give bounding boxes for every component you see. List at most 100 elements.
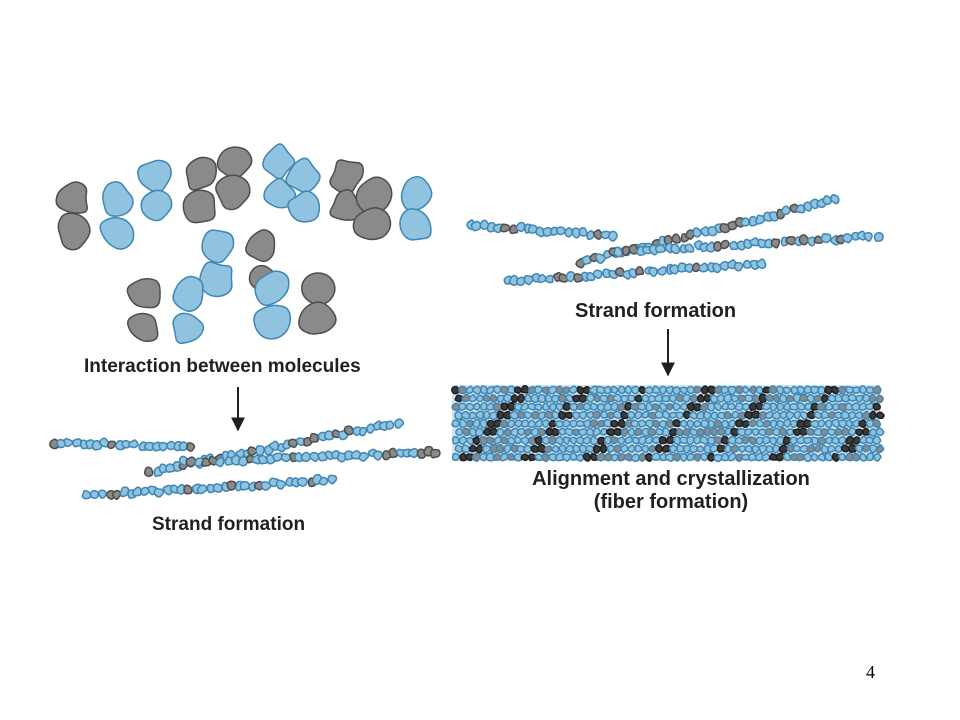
- blue-subunit: [178, 441, 188, 452]
- blue-subunit: [562, 453, 572, 462]
- blue-subunit: [489, 393, 498, 403]
- blue-subunit: [516, 428, 526, 437]
- blue-subunit: [620, 394, 629, 403]
- blue-subunit: [847, 427, 857, 437]
- blue-subunit: [719, 260, 730, 271]
- blue-subunit: [851, 402, 861, 412]
- gray-subunit: [582, 452, 591, 462]
- gray-subunit: [751, 410, 760, 419]
- blue-subunit: [741, 453, 750, 461]
- blue-subunit: [682, 393, 691, 403]
- blue-subunit: [634, 410, 643, 420]
- blue-subunit: [480, 385, 488, 395]
- blue-subunit: [608, 230, 618, 242]
- protein-strand: [503, 258, 767, 287]
- blue-subunit: [254, 270, 290, 306]
- blue-subunit: [755, 385, 764, 395]
- gray-subunit: [510, 393, 519, 404]
- blue-subunit: [585, 444, 595, 453]
- blue-subunit: [461, 444, 470, 453]
- blue-subunit: [630, 419, 640, 428]
- blue-subunit: [275, 479, 287, 490]
- blue-subunit: [775, 385, 785, 395]
- gray-subunit: [182, 189, 216, 224]
- blue-subunit: [803, 436, 812, 445]
- blue-subunit: [790, 385, 799, 395]
- blue-subunit: [568, 385, 578, 394]
- gray-subunit: [343, 425, 354, 436]
- blue-subunit: [817, 385, 827, 395]
- gray-subunit: [111, 489, 122, 501]
- blue-subunit: [709, 427, 719, 437]
- blue-subunit: [476, 394, 484, 403]
- blue-subunit: [786, 394, 795, 403]
- blue-subunit: [813, 394, 822, 403]
- blue-subunit: [654, 394, 664, 403]
- gray-subunit: [57, 212, 91, 251]
- blue-subunit: [806, 428, 815, 436]
- blue-subunit: [262, 143, 296, 180]
- blue-subunit: [524, 428, 532, 437]
- molecule: [126, 275, 205, 344]
- gray-subunit: [872, 402, 882, 411]
- blue-subunit: [575, 453, 585, 462]
- blue-subunit: [592, 269, 603, 279]
- blue-subunit: [789, 436, 798, 445]
- blue-subunit: [824, 452, 833, 462]
- gray-subunit: [610, 419, 620, 428]
- protein-strand: [608, 230, 884, 258]
- blue-subunit: [564, 427, 574, 437]
- blue-subunit: [776, 419, 785, 429]
- gray-subunit: [352, 207, 392, 241]
- blue-subunit: [742, 259, 752, 269]
- blue-subunit: [845, 419, 853, 428]
- blue-subunit: [582, 402, 592, 412]
- blue-subunit: [779, 393, 788, 404]
- gray-subunit: [638, 385, 646, 395]
- blue-subunit: [551, 445, 560, 453]
- blue-subunit: [119, 486, 130, 498]
- blue-subunit: [571, 227, 582, 239]
- blue-subunit: [617, 452, 626, 462]
- blue-subunit: [831, 436, 840, 445]
- blue-subunit: [537, 273, 548, 284]
- gray-subunit: [644, 452, 653, 462]
- blue-subunit: [728, 419, 736, 428]
- blue-subunit: [624, 385, 633, 395]
- blue-subunit: [789, 402, 799, 411]
- gray-subunit: [493, 419, 503, 428]
- blue-subunit: [472, 402, 481, 411]
- blue-subunit: [597, 419, 605, 428]
- blue-subunit: [737, 394, 747, 403]
- gray-subunit: [465, 453, 475, 462]
- blue-subunit: [831, 418, 840, 428]
- blue-subunit: [755, 258, 767, 270]
- blue-subunit: [542, 402, 550, 411]
- blue-subunit: [606, 411, 616, 420]
- gray-subunit: [551, 427, 560, 437]
- blue-subunit: [555, 385, 564, 395]
- blue-subunit: [603, 452, 613, 462]
- gray-subunit: [624, 401, 633, 411]
- blue-subunit: [699, 435, 709, 445]
- gray-subunit: [613, 427, 622, 436]
- blue-subunit: [851, 386, 860, 394]
- blue-subunit: [479, 401, 489, 411]
- blue-subunit: [741, 436, 750, 445]
- blue-subunit: [679, 419, 688, 428]
- caption-strand-formation-right: Strand formation: [575, 300, 737, 322]
- gray-subunit: [301, 272, 336, 306]
- gray-subunit: [748, 402, 757, 412]
- blue-subunit: [799, 411, 809, 420]
- blue-subunit: [554, 420, 565, 428]
- blue-subunit: [153, 487, 165, 498]
- blue-subunit: [761, 402, 772, 411]
- gray-subunit: [520, 385, 530, 394]
- blue-subunit: [599, 394, 609, 403]
- gray-subunit: [606, 428, 616, 437]
- molecule: [137, 156, 217, 224]
- blue-subunit: [707, 226, 718, 237]
- molecule: [352, 176, 433, 241]
- blue-subunit: [63, 437, 74, 448]
- blue-subunit: [630, 385, 640, 395]
